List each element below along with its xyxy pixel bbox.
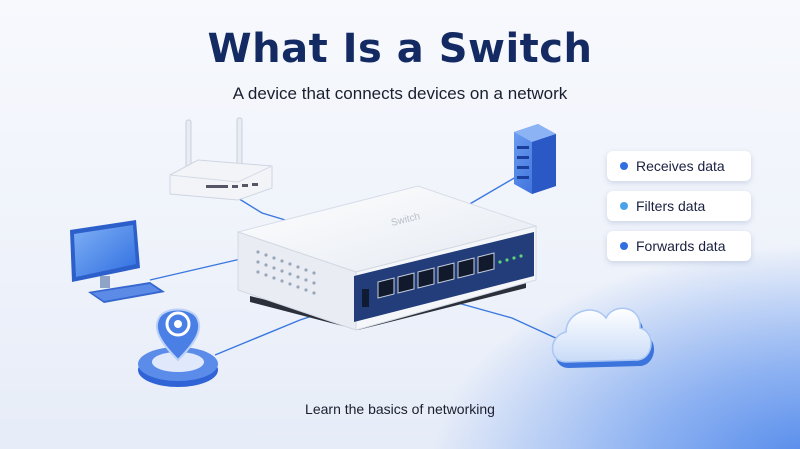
feature-pill-filters: Filters data bbox=[607, 191, 751, 221]
page-title: What Is a Switch bbox=[207, 26, 593, 72]
router-icon bbox=[169, 117, 273, 201]
feature-label: Receives data bbox=[636, 158, 725, 174]
ethernet-ports bbox=[377, 252, 495, 299]
bullet-dot-icon bbox=[620, 242, 628, 250]
bullet-dot-icon bbox=[620, 162, 628, 170]
network-switch: Switch bbox=[236, 185, 538, 331]
bullet-dot-icon bbox=[620, 202, 628, 210]
cloud-icon bbox=[551, 307, 655, 368]
footer-caption: Learn the basics of networking bbox=[305, 401, 495, 417]
status-leds bbox=[498, 254, 523, 264]
location-pin-icon bbox=[138, 308, 218, 387]
server-icon bbox=[514, 124, 556, 194]
feature-pill-receives: Receives data bbox=[607, 151, 751, 181]
page-subtitle: A device that connects devices on a netw… bbox=[232, 84, 568, 103]
feature-pill-forwards: Forwards data bbox=[607, 231, 751, 261]
feature-label: Filters data bbox=[636, 198, 706, 214]
feature-label: Forwards data bbox=[636, 238, 726, 254]
desktop-monitor-icon bbox=[70, 220, 165, 303]
